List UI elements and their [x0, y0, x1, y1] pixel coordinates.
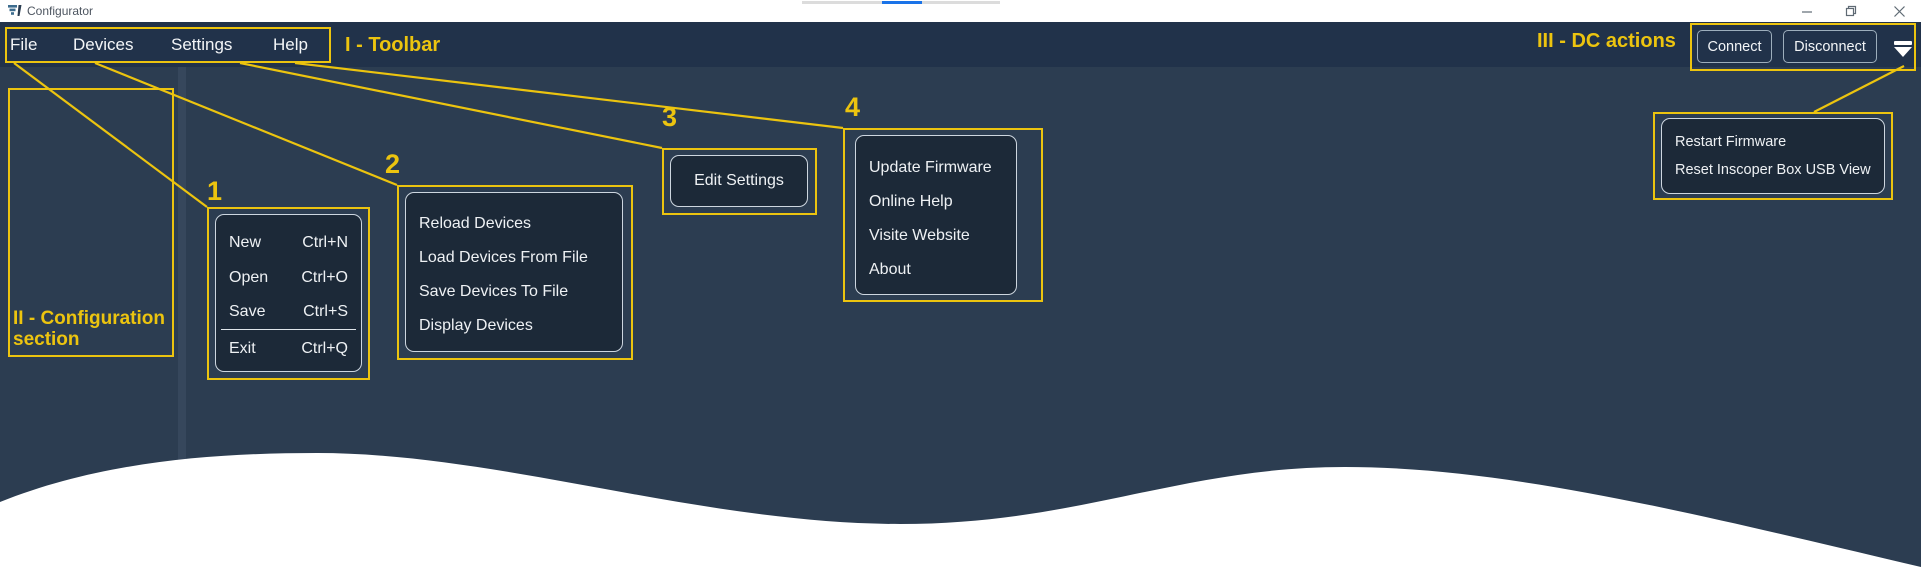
menu-item-label: Save Devices To File [419, 283, 569, 300]
menu-item-save[interactable]: Save Ctrl+S [229, 298, 348, 326]
devices-menu-panel: Reload Devices Load Devices From File Sa… [405, 192, 623, 352]
annotation-box-configuration [8, 88, 174, 357]
callout-number-2: 2 [385, 149, 401, 179]
close-button[interactable] [1891, 3, 1907, 19]
app-logo-icon [8, 4, 23, 22]
menu-item-shortcut: Ctrl+N [302, 234, 348, 251]
menu-item-update-firmware[interactable]: Update Firmware [869, 154, 1003, 182]
connect-button[interactable]: Connect [1697, 30, 1772, 63]
dc-dropdown-icon-bar [1894, 41, 1912, 45]
menu-help[interactable]: Help [273, 35, 308, 54]
window-title: Configurator [27, 4, 94, 18]
annotation-box-toolbar [5, 27, 331, 63]
menu-item-about[interactable]: About [869, 256, 1003, 284]
annotation-box-help-menu [843, 128, 1043, 302]
callout-number-1: 1 [207, 176, 223, 206]
menu-item-save-devices-to-file[interactable]: Save Devices To File [419, 278, 609, 306]
configuration-panel-edge [178, 67, 186, 475]
menu-separator [221, 329, 356, 330]
menu-bar [0, 22, 1921, 67]
menu-item-display-devices[interactable]: Display Devices [419, 312, 609, 340]
menu-item-restart-firmware[interactable]: Restart Firmware [1675, 128, 1871, 156]
menu-file[interactable]: File [10, 35, 38, 54]
disconnect-button[interactable]: Disconnect [1783, 30, 1877, 63]
menu-item-label: Save [229, 303, 266, 320]
menu-item-label: Display Devices [419, 317, 533, 334]
title-bar: Configurator [0, 0, 1921, 22]
configuration-label-line1: II - Configuration [13, 308, 165, 329]
annotation-box-dc-dropdown [1653, 112, 1893, 200]
configuration-label-line2: section [13, 329, 80, 350]
menu-item-load-devices-from-file[interactable]: Load Devices From File [419, 244, 609, 272]
menu-item-reset-inscoper-box-usb-view[interactable]: Reset Inscoper Box USB View [1675, 156, 1871, 184]
menu-item-label: Online Help [869, 193, 953, 210]
toolbar-annotation-label: I - Toolbar [345, 34, 441, 56]
dc-dropdown-panel: Restart Firmware Reset Inscoper Box USB … [1661, 118, 1885, 194]
file-menu-panel: New Ctrl+N Open Ctrl+O Save Ctrl+S Exit … [215, 214, 362, 372]
annotation-box-file-menu [207, 207, 370, 380]
dc-dropdown-icon-triangle [1894, 47, 1912, 57]
menu-item-reload-devices[interactable]: Reload Devices [419, 210, 609, 238]
dc-annotation-label: III - DC actions [1537, 30, 1676, 52]
menu-item-exit[interactable]: Exit Ctrl+Q [229, 335, 348, 363]
annotation-box-dc-actions [1690, 23, 1916, 71]
callout-number-4: 4 [845, 92, 861, 122]
menu-item-label: Update Firmware [869, 159, 992, 176]
menu-item-online-help[interactable]: Online Help [869, 188, 1003, 216]
menu-item-label: New [229, 234, 262, 251]
menu-item-label: Restart Firmware [1675, 134, 1787, 150]
menu-item-label: Reset Inscoper Box USB View [1675, 162, 1871, 178]
minimize-button[interactable] [1799, 3, 1815, 19]
menu-item-label: Open [229, 269, 269, 286]
help-menu-panel: Update Firmware Online Help Visite Websi… [855, 135, 1017, 295]
menu-item-label: About [869, 261, 911, 278]
menu-devices[interactable]: Devices [73, 35, 134, 54]
menu-item-shortcut: Ctrl+Q [301, 340, 348, 357]
annotation-box-settings [662, 148, 817, 215]
menu-item-shortcut: Ctrl+S [303, 303, 348, 320]
menu-item-shortcut: Ctrl+O [301, 269, 348, 286]
edit-settings-button[interactable]: Edit Settings [670, 155, 808, 207]
annotation-box-devices-menu [397, 185, 633, 360]
callout-number-3: 3 [662, 102, 678, 132]
dc-dropdown-icon[interactable] [1894, 41, 1912, 57]
menu-item-label: Load Devices From File [419, 249, 588, 266]
edit-settings-label: Edit Settings [694, 172, 784, 189]
menu-item-label: Exit [229, 340, 256, 357]
menu-settings[interactable]: Settings [171, 35, 233, 54]
menu-item-new[interactable]: New Ctrl+N [229, 229, 348, 257]
menu-item-visite-website[interactable]: Visite Website [869, 222, 1003, 250]
page-progress-fill [882, 1, 922, 4]
restore-button[interactable] [1843, 3, 1859, 19]
page-progress-track [802, 1, 1000, 4]
configuration-annotation-label: II - Configuration section [13, 308, 165, 350]
menu-item-label: Reload Devices [419, 215, 532, 232]
menu-item-open[interactable]: Open Ctrl+O [229, 264, 348, 292]
menu-item-label: Visite Website [869, 227, 970, 244]
